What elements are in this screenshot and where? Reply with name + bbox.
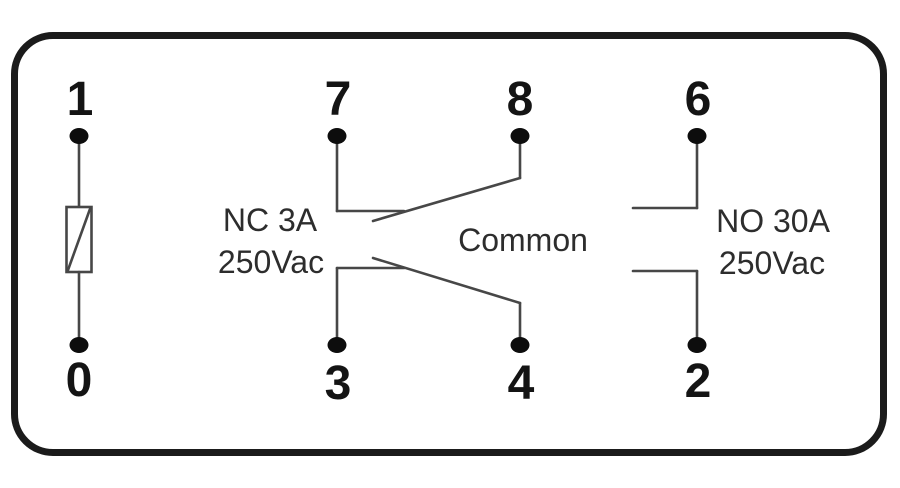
pin-label-1: 1 xyxy=(66,73,94,126)
pin0-dot xyxy=(69,337,89,353)
common-label: Common xyxy=(458,222,588,258)
pin1-dot xyxy=(69,128,89,144)
pin-label-0: 0 xyxy=(65,354,93,407)
no-rating-line1: NO 30A xyxy=(716,203,830,239)
pin-label-8: 8 xyxy=(506,73,534,126)
nc-rating-line1: NC 3A xyxy=(222,202,318,238)
pin3-dot xyxy=(327,337,347,353)
pin4-blade xyxy=(371,256,522,305)
pin6-dot xyxy=(687,128,707,144)
pin-label-4: 4 xyxy=(507,357,535,410)
pin8-blade xyxy=(371,176,522,223)
pin4-dot xyxy=(510,337,530,353)
pin8-dot xyxy=(510,128,530,144)
pin-label-2: 2 xyxy=(684,355,712,408)
nc-rating-line2: 250Vac xyxy=(217,244,325,280)
pin7-dot xyxy=(327,128,347,144)
coil-diagonal xyxy=(66,207,92,272)
pin2-dot xyxy=(687,337,707,353)
no-rating-line2: 250Vac xyxy=(718,245,826,281)
diagram-border xyxy=(11,32,887,456)
pin-label-6: 6 xyxy=(684,73,712,126)
pin-label-3: 3 xyxy=(324,357,352,410)
pin-label-7: 7 xyxy=(324,73,352,126)
